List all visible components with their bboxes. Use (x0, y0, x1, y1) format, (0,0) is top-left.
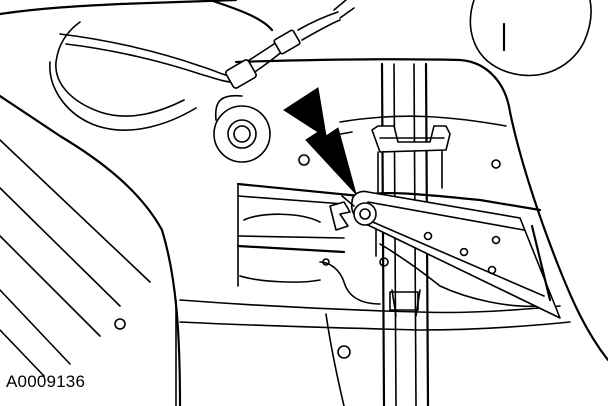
figure-id-label: A0009136 (6, 372, 86, 391)
mounting-boss (213, 94, 271, 163)
wiring-harness (59, 0, 355, 89)
pivot-rivet (353, 202, 377, 226)
guide-channel (236, 182, 381, 305)
upper-bracket (298, 115, 507, 197)
lift-arm (350, 159, 561, 319)
pointer-arrow-icon (283, 87, 357, 195)
wire-connector (225, 59, 257, 89)
speaker-opening (469, 0, 592, 77)
lower-rails (179, 299, 571, 331)
retaining-clip (329, 195, 355, 231)
wire-clip (273, 29, 301, 55)
